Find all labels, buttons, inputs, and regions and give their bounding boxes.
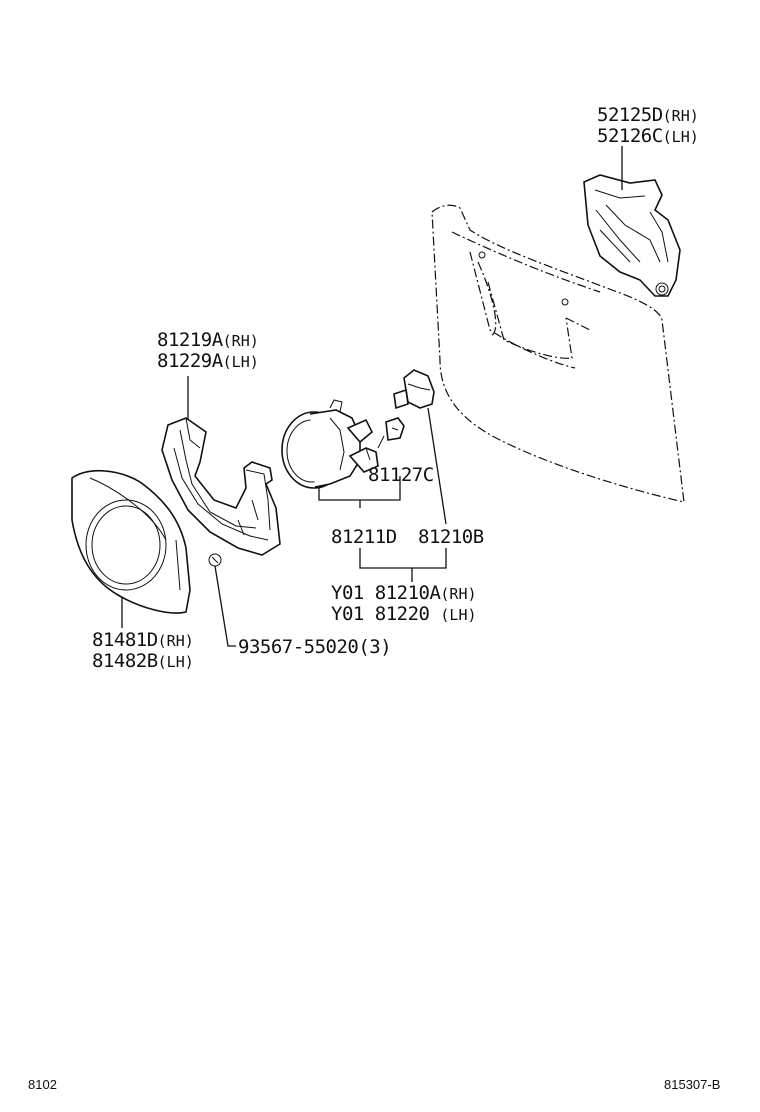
callout-81219A: 81219A(RH) (157, 329, 259, 352)
side-suffix: (LH) (440, 606, 477, 624)
callout-Y01-81220: Y01 81220 (LH) (331, 603, 477, 626)
callout-Y01-81210A: Y01 81210A(RH) (331, 582, 477, 605)
part-code: 81219A (157, 329, 223, 351)
side-suffix: (LH) (157, 653, 194, 671)
part-code: 81229A (157, 350, 223, 372)
part-code: 81127C (368, 464, 434, 486)
side-suffix: (LH) (222, 353, 259, 371)
fog-lamp-assembly (281, 399, 379, 489)
screw (208, 553, 222, 567)
part-code: 52125D (597, 104, 663, 126)
callout-81211D: 81211D (331, 526, 397, 548)
part-code: 93567-55020(3) (238, 636, 392, 658)
side-suffix: (RH) (222, 332, 259, 350)
callout-81210B: 81210B (418, 526, 484, 548)
callout-81127C: 81127C (368, 464, 434, 486)
part-code: Y01 81210A (331, 582, 441, 604)
side-suffix: (RH) (440, 585, 477, 603)
bumper-bracket (583, 174, 681, 297)
fog-lamp-bracket (161, 417, 281, 556)
fog-lamp-bezel (71, 469, 191, 614)
part-code: 52126C (597, 125, 663, 147)
section-code: 8102 (28, 1077, 57, 1092)
callout-81482B: 81482B(LH) (92, 650, 194, 673)
callout-81229A: 81229A(LH) (157, 350, 259, 373)
fog-lamp-socket (377, 417, 405, 449)
side-suffix: (LH) (662, 128, 699, 146)
part-code: 81210B (418, 526, 484, 548)
side-suffix: (RH) (662, 107, 699, 125)
part-code: 81481D (92, 629, 158, 651)
part-code: 81482B (92, 650, 158, 672)
callout-52125D: 52125D(RH) (597, 104, 699, 127)
diagram-id: 815307-B (664, 1077, 721, 1092)
part-code: Y01 81220 (331, 603, 441, 625)
fog-lamp-bulb (393, 369, 435, 410)
callout-81481D: 81481D(RH) (92, 629, 194, 652)
bumper-cover (431, 204, 685, 503)
leader-lines (121, 146, 623, 647)
callout-93567-55020: 93567-55020(3) (238, 636, 392, 658)
callout-52126C: 52126C(LH) (597, 125, 699, 148)
side-suffix: (RH) (157, 632, 194, 650)
part-code: 81211D (331, 526, 397, 548)
